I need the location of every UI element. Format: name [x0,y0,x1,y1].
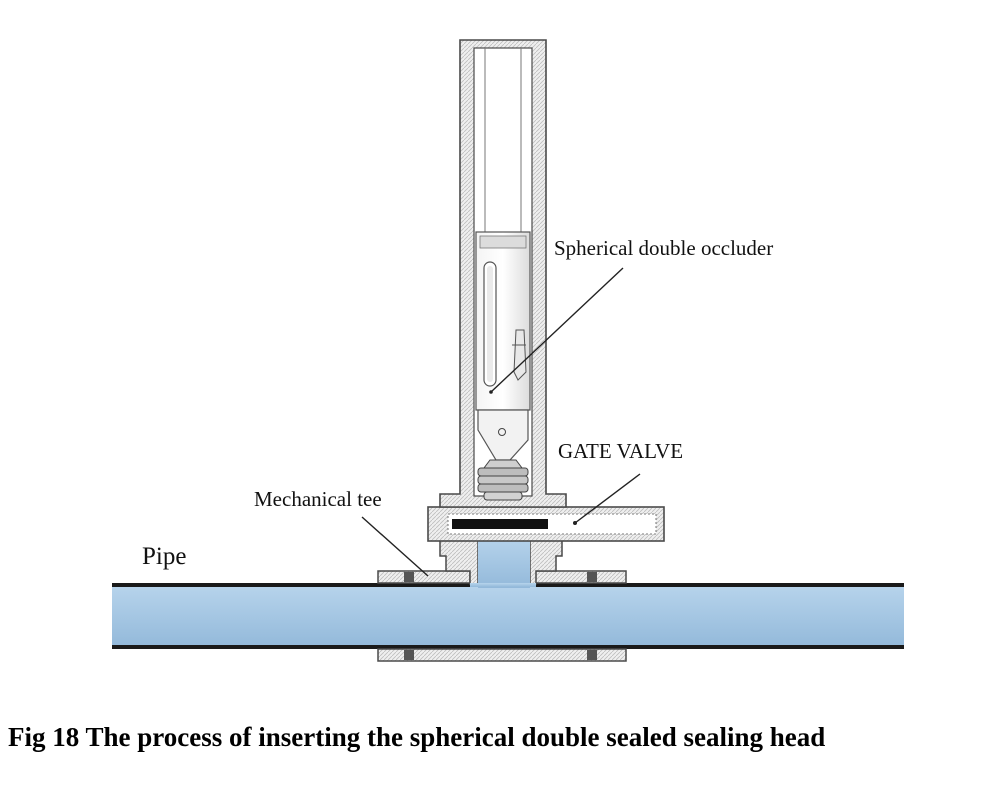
launcher-column [439,39,567,508]
leader-gate-valve [574,473,641,524]
mechanical-tee [377,539,627,662]
sealing-head [477,459,529,501]
branch-water [478,536,530,588]
diagram-figure: Spherical double occluder GATE VALVE Mec… [112,39,904,662]
label-gate-valve: GATE VALVE [558,439,683,463]
label-pipe: Pipe [142,543,186,570]
leader-tee [361,516,429,577]
gate-blade [452,519,548,529]
label-tee: Mechanical tee [254,487,382,511]
pipe [112,583,904,649]
label-occluder: Spherical double occluder [554,236,773,260]
pipe-water [112,585,904,647]
figure-caption: Fig 18 The process of inserting the sphe… [8,722,826,752]
spherical-double-occluder [475,231,531,461]
leader-occluder [490,267,624,393]
gate-valve [427,506,665,542]
